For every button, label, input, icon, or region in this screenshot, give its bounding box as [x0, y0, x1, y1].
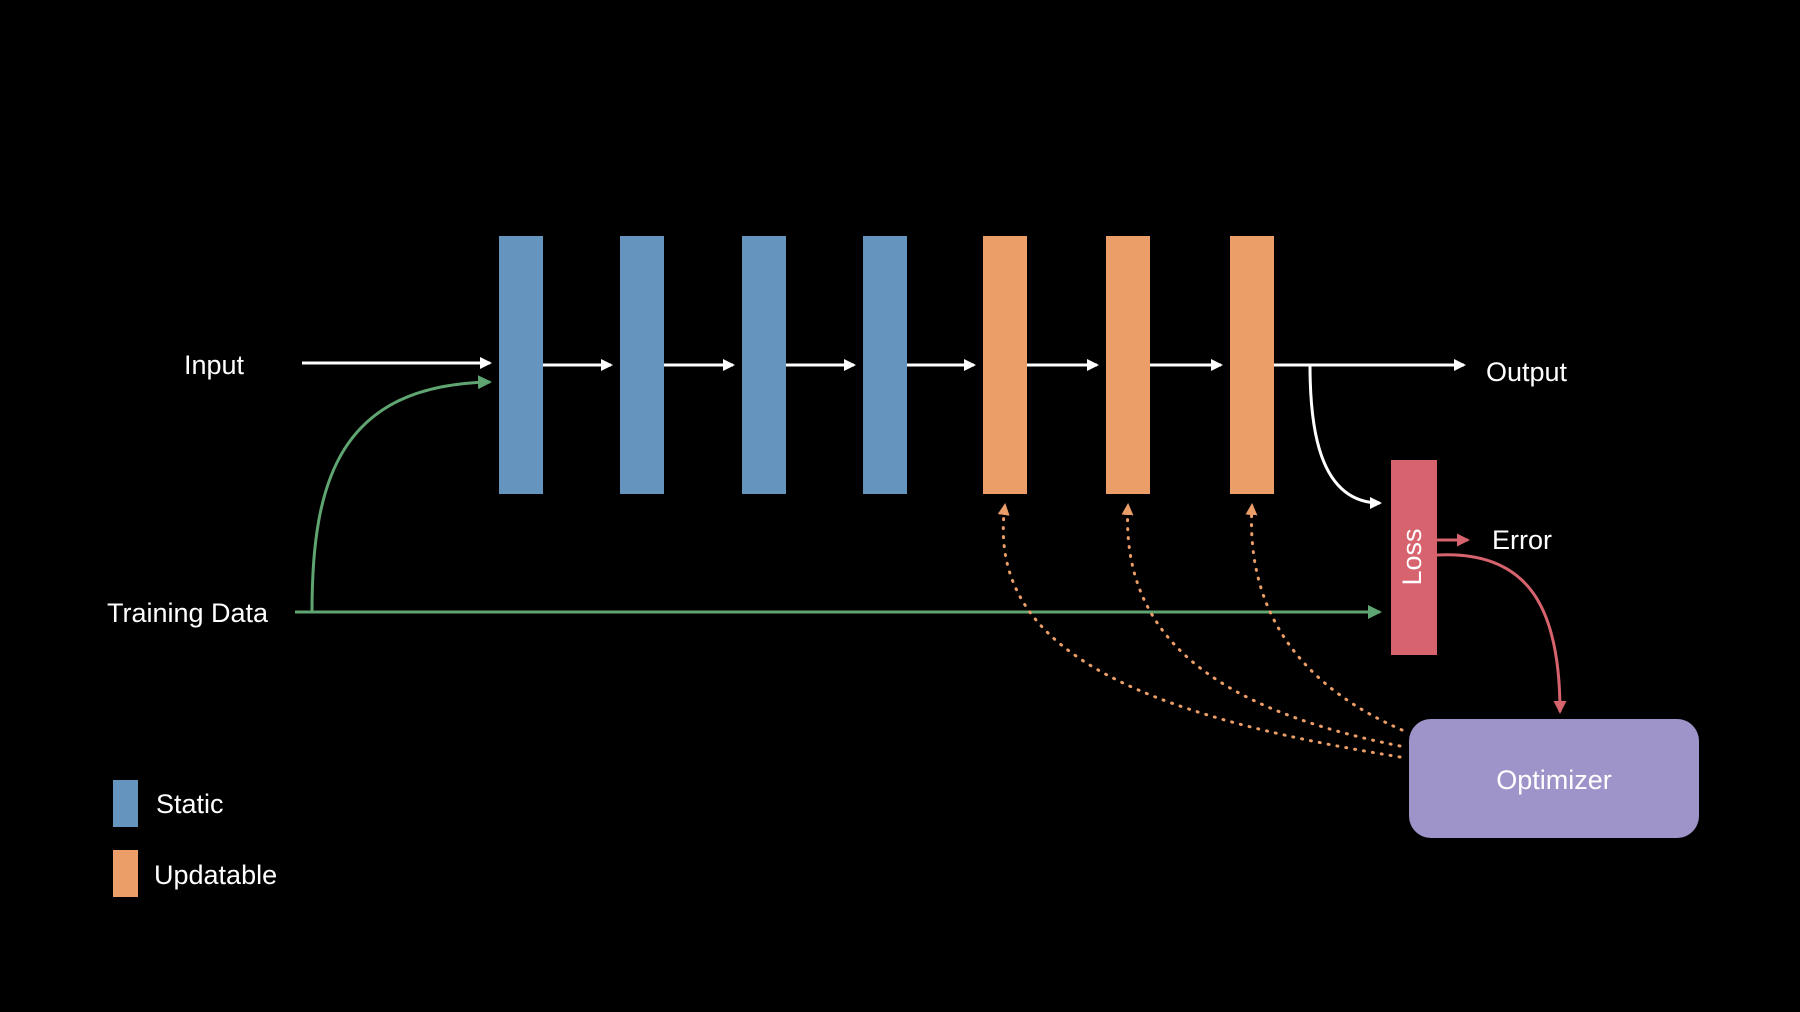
legend-static-label: Static: [156, 789, 224, 819]
optimizer-box: [1409, 719, 1699, 838]
output-to-loss-arrow: [1308, 364, 1382, 509]
optimizer-to-layer-arrow: [1121, 503, 1402, 748]
loss-block: [1391, 460, 1437, 655]
layer-block-static: [863, 236, 907, 494]
optimizer-label: Optimizer: [1496, 765, 1612, 795]
legend-updatable-swatch: [113, 850, 138, 897]
layer-block-updatable: [983, 236, 1027, 494]
training-data-label: Training Data: [107, 598, 269, 628]
layer-block-updatable: [1106, 236, 1150, 494]
training-data-to-input-arrow: [310, 375, 492, 613]
layer-stack: [499, 236, 1274, 494]
loss-to-optimizer-arrow: [1436, 553, 1567, 714]
optimizer-to-layer-arrow: [997, 503, 1402, 759]
output-label: Output: [1486, 357, 1568, 387]
layer-block-updatable: [1230, 236, 1274, 494]
legend-updatable-label: Updatable: [154, 860, 277, 890]
layer-block-static: [499, 236, 543, 494]
legend: Static Updatable: [113, 780, 277, 897]
error-label: Error: [1492, 525, 1552, 555]
legend-static-swatch: [113, 780, 138, 827]
training-flow: [295, 375, 1382, 619]
parameter-update-flow: [997, 503, 1404, 759]
optimizer-to-layer-arrow: [1245, 503, 1404, 732]
input-label: Input: [184, 350, 245, 380]
layer-block-static: [620, 236, 664, 494]
loss-label: Loss: [1397, 528, 1427, 585]
error-flow: [1436, 533, 1567, 714]
layer-block-static: [742, 236, 786, 494]
forward-flow: [302, 357, 1466, 509]
